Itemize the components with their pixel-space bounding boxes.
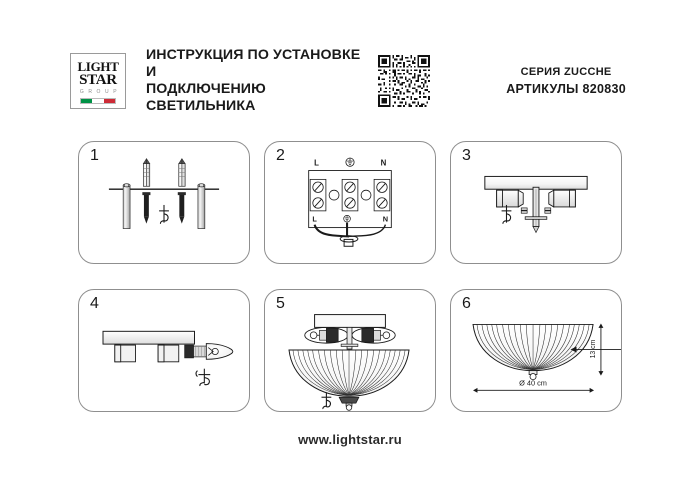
article-number: АРТИКУЛЫ 820830	[506, 82, 626, 96]
terminal-label-N-top: N	[381, 159, 387, 168]
nut-icon-right	[544, 207, 552, 214]
step-number-6: 6	[462, 295, 471, 312]
dimension-height: 13 cm	[590, 323, 604, 376]
dimension-width: Ø 40 cm	[473, 378, 595, 393]
steps-grid: 1	[78, 141, 623, 413]
dimension-height-label: 13 cm	[590, 339, 597, 358]
terminal-label-L-top: L	[314, 159, 319, 168]
step-panel-5: 5	[264, 289, 436, 412]
step-3-figure	[484, 175, 588, 234]
step-5-figure	[288, 314, 410, 411]
lightstar-logo: LIGHT STAR G R O U P	[70, 53, 126, 109]
logo-line-2: STAR	[79, 71, 117, 88]
ground-symbol-bottom	[343, 215, 351, 223]
screwdriver-icon	[321, 392, 332, 410]
step-number-2: 2	[276, 147, 285, 164]
fluted-glass-shade	[472, 323, 594, 381]
step-2-figure: L N	[308, 157, 392, 247]
candle-bulb-icon	[184, 343, 234, 360]
logo-line-1: LIGHT	[77, 58, 119, 74]
logo-subtitle: G R O U P	[79, 88, 119, 95]
step-number-1: 1	[90, 147, 99, 164]
step-1-figure	[108, 158, 220, 229]
qr-code-icon	[378, 55, 430, 107]
nut-icon-left	[520, 207, 528, 214]
dimension-width-label: Ø 40 cm	[519, 378, 547, 387]
step-6-figure: 13 cm Ø 40 cm	[472, 323, 621, 393]
step-panel-2: 2 L N	[264, 141, 436, 264]
step-panel-4: 4	[78, 289, 250, 412]
screwdriver-icon	[159, 204, 169, 224]
footer-website[interactable]: www.lightstar.ru	[298, 432, 402, 447]
ground-symbol-top	[345, 157, 355, 167]
step-number-3: 3	[462, 147, 471, 164]
series-name: СЕРИЯ ZUCCHE	[520, 66, 612, 78]
page-title: ИНСТРУКЦИЯ ПО УСТАНОВКЕ И ПОДКЛЮЧЕНИЮ СВ…	[146, 47, 361, 114]
fluted-glass-shade	[288, 349, 410, 397]
step-number-5: 5	[276, 295, 285, 312]
step-panel-1: 1	[78, 141, 250, 264]
series-info: СЕРИЯ ZUCCHE АРТИКУЛЫ 820830	[506, 66, 630, 96]
italian-flag-icon	[80, 97, 116, 104]
terminal-label-N-bottom: N	[383, 215, 388, 224]
step-4-figure	[102, 330, 234, 387]
rotate-install-icon	[195, 368, 211, 387]
page-header: LIGHT STAR G R O U P ИНСТРУКЦИЯ ПО УСТАН…	[70, 47, 630, 114]
step-panel-6: 6	[450, 289, 622, 412]
screwdriver-icon	[501, 204, 512, 224]
finial-nut-icon	[338, 396, 360, 411]
step-panel-3: 3	[450, 141, 622, 264]
step-number-4: 4	[90, 295, 99, 312]
terminal-label-L-bottom: L	[312, 215, 317, 224]
